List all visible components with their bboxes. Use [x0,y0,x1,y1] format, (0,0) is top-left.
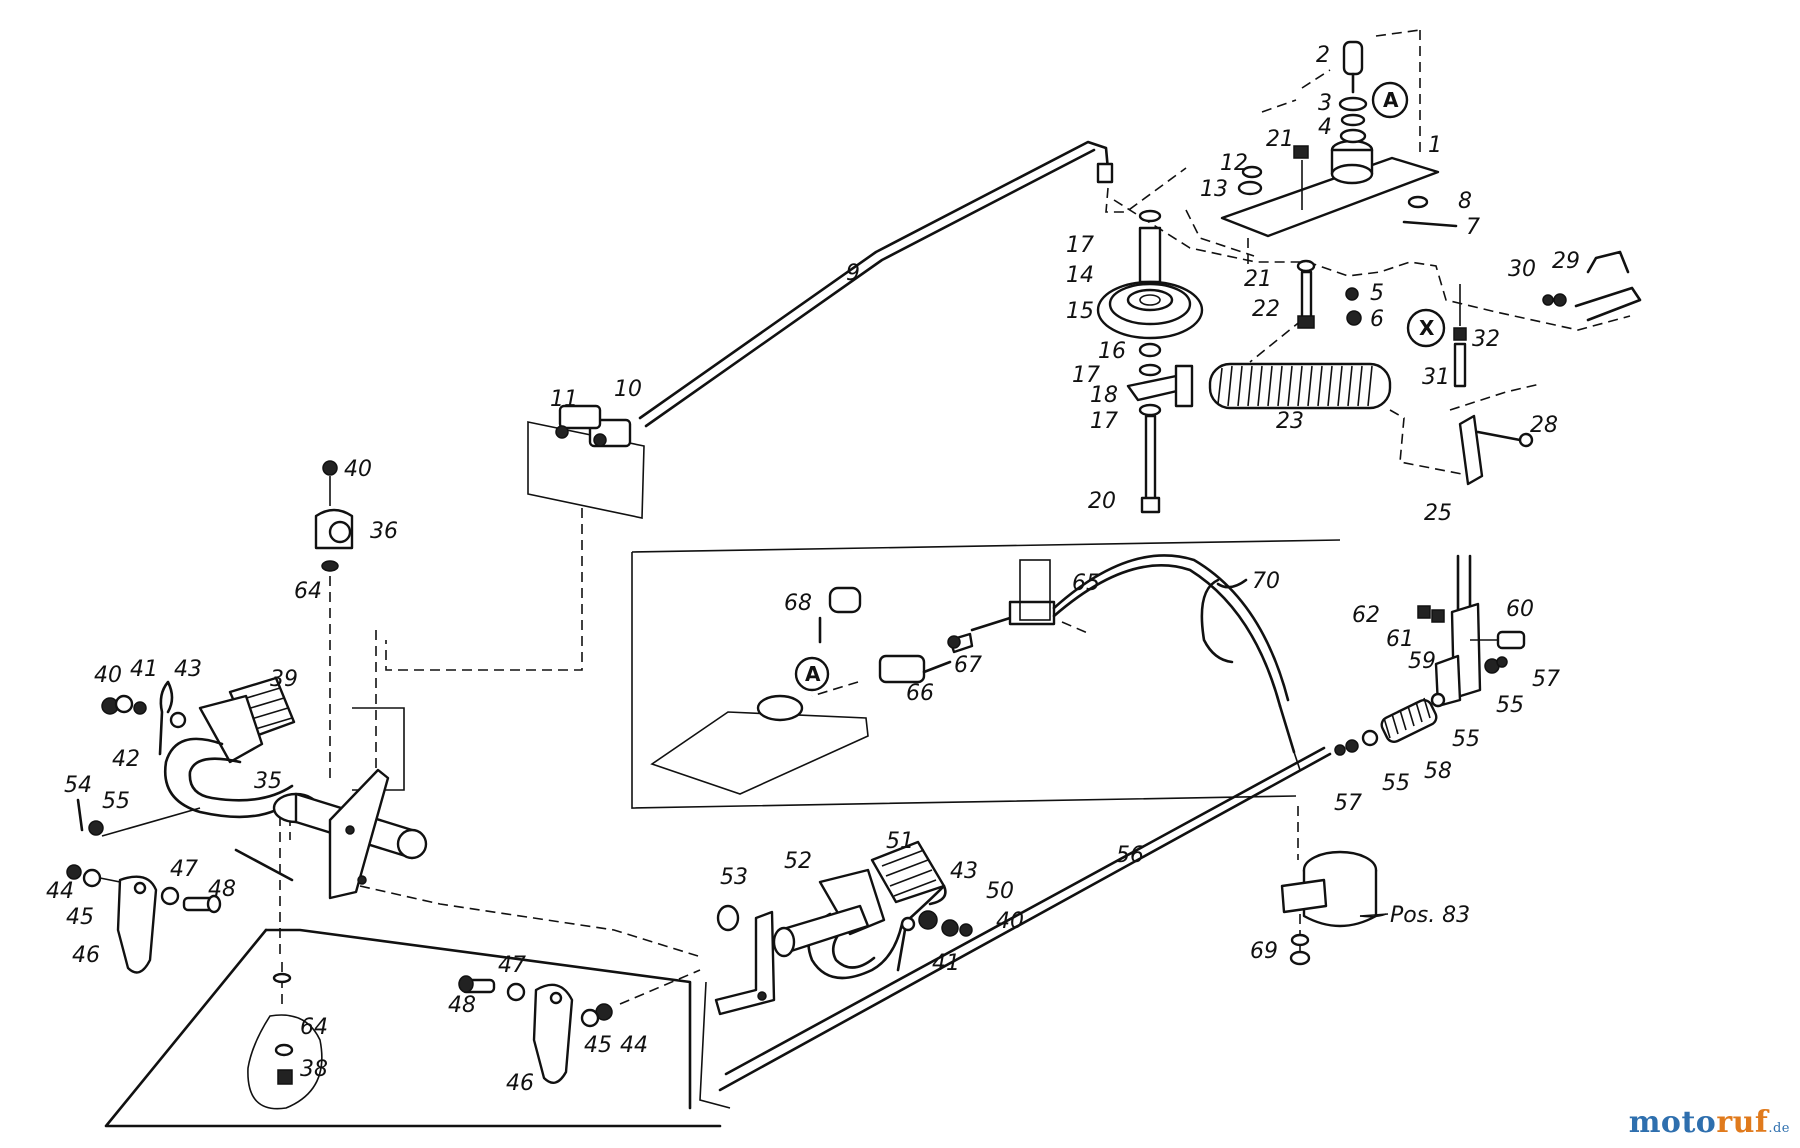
label-48b: 48 [448,993,476,1018]
label-11: 11 [550,387,578,412]
label-12: 12 [1220,151,1248,176]
label-55a: 55 [1496,693,1524,718]
label-50: 50 [986,879,1014,904]
label-65: 65 [1072,571,1100,596]
label-21a: 21 [1266,127,1294,152]
callout-x: X [1419,316,1435,340]
label-22: 22 [1252,297,1280,322]
label-43a: 43 [174,657,202,682]
label-2: 2 [1316,43,1330,68]
label-67: 67 [954,653,982,678]
label-25: 25 [1424,501,1452,526]
label-41b: 41 [932,951,960,976]
label-pos83: Pos. 83 [1390,903,1470,928]
label-40a: 40 [344,457,372,482]
label-32: 32 [1472,327,1500,352]
label-40b: 40 [94,663,122,688]
label-39: 39 [270,667,298,692]
label-55c: 55 [1382,771,1410,796]
brand-part-3: .de [1768,1121,1790,1136]
label-61: 61 [1386,627,1414,652]
label-21b: 21 [1244,267,1272,292]
label-28: 28 [1530,413,1558,438]
label-47b: 47 [498,953,526,978]
label-53: 53 [720,865,748,890]
label-42: 42 [112,747,140,772]
label-48a: 48 [208,877,236,902]
label-3: 3 [1318,91,1332,116]
label-64a: 64 [294,579,322,604]
label-5: 5 [1370,281,1384,306]
label-70: 70 [1252,569,1280,594]
label-15: 15 [1066,299,1094,324]
label-47a: 47 [170,857,198,882]
label-20: 20 [1088,489,1116,514]
label-38: 38 [300,1057,328,1082]
label-57b: 57 [1334,791,1362,816]
label-64b: 64 [300,1015,328,1040]
label-56: 56 [1116,843,1144,868]
label-23: 23 [1276,409,1304,434]
callout-a-top: A [1383,88,1399,112]
label-57a: 57 [1532,667,1560,692]
label-44a: 44 [46,879,74,904]
label-62: 62 [1352,603,1380,628]
label-16: 16 [1098,339,1126,364]
label-30: 30 [1508,257,1536,282]
label-46a: 46 [72,943,100,968]
label-45b: 45 [584,1033,612,1058]
label-45a: 45 [66,905,94,930]
label-9: 9 [846,261,860,286]
label-6: 6 [1370,307,1384,332]
label-40c: 40 [996,909,1024,934]
label-41a: 41 [130,657,158,682]
label-52: 52 [784,849,812,874]
label-29: 29 [1552,249,1580,274]
label-46b: 46 [506,1071,534,1096]
label-66: 66 [906,681,934,706]
label-8: 8 [1458,189,1472,214]
label-35: 35 [254,769,282,794]
label-44b: 44 [620,1033,648,1058]
brand-part-2: ruf [1716,1105,1769,1140]
label-51: 51 [886,829,914,854]
label-55d: 55 [102,789,130,814]
brand-watermark: motoruf.de [1629,1105,1790,1140]
label-1: 1 [1428,133,1442,158]
brand-part-1: moto [1628,1105,1717,1140]
label-17a: 17 [1066,233,1094,258]
callout-a-inset: A [805,662,821,686]
label-13: 13 [1200,177,1228,202]
label-69: 69 [1250,939,1278,964]
label-58: 58 [1424,759,1452,784]
label-31: 31 [1422,365,1450,390]
label-60: 60 [1506,597,1534,622]
label-7: 7 [1466,215,1480,240]
label-17c: 17 [1090,409,1118,434]
label-18: 18 [1090,383,1118,408]
label-59: 59 [1408,649,1436,674]
label-36: 36 [370,519,398,544]
label-55b: 55 [1452,727,1480,752]
label-43b: 43 [950,859,978,884]
label-68: 68 [784,591,812,616]
label-17b: 17 [1072,363,1100,388]
label-54: 54 [64,773,92,798]
label-4: 4 [1318,115,1332,140]
label-10: 10 [614,377,642,402]
label-14: 14 [1066,263,1094,288]
